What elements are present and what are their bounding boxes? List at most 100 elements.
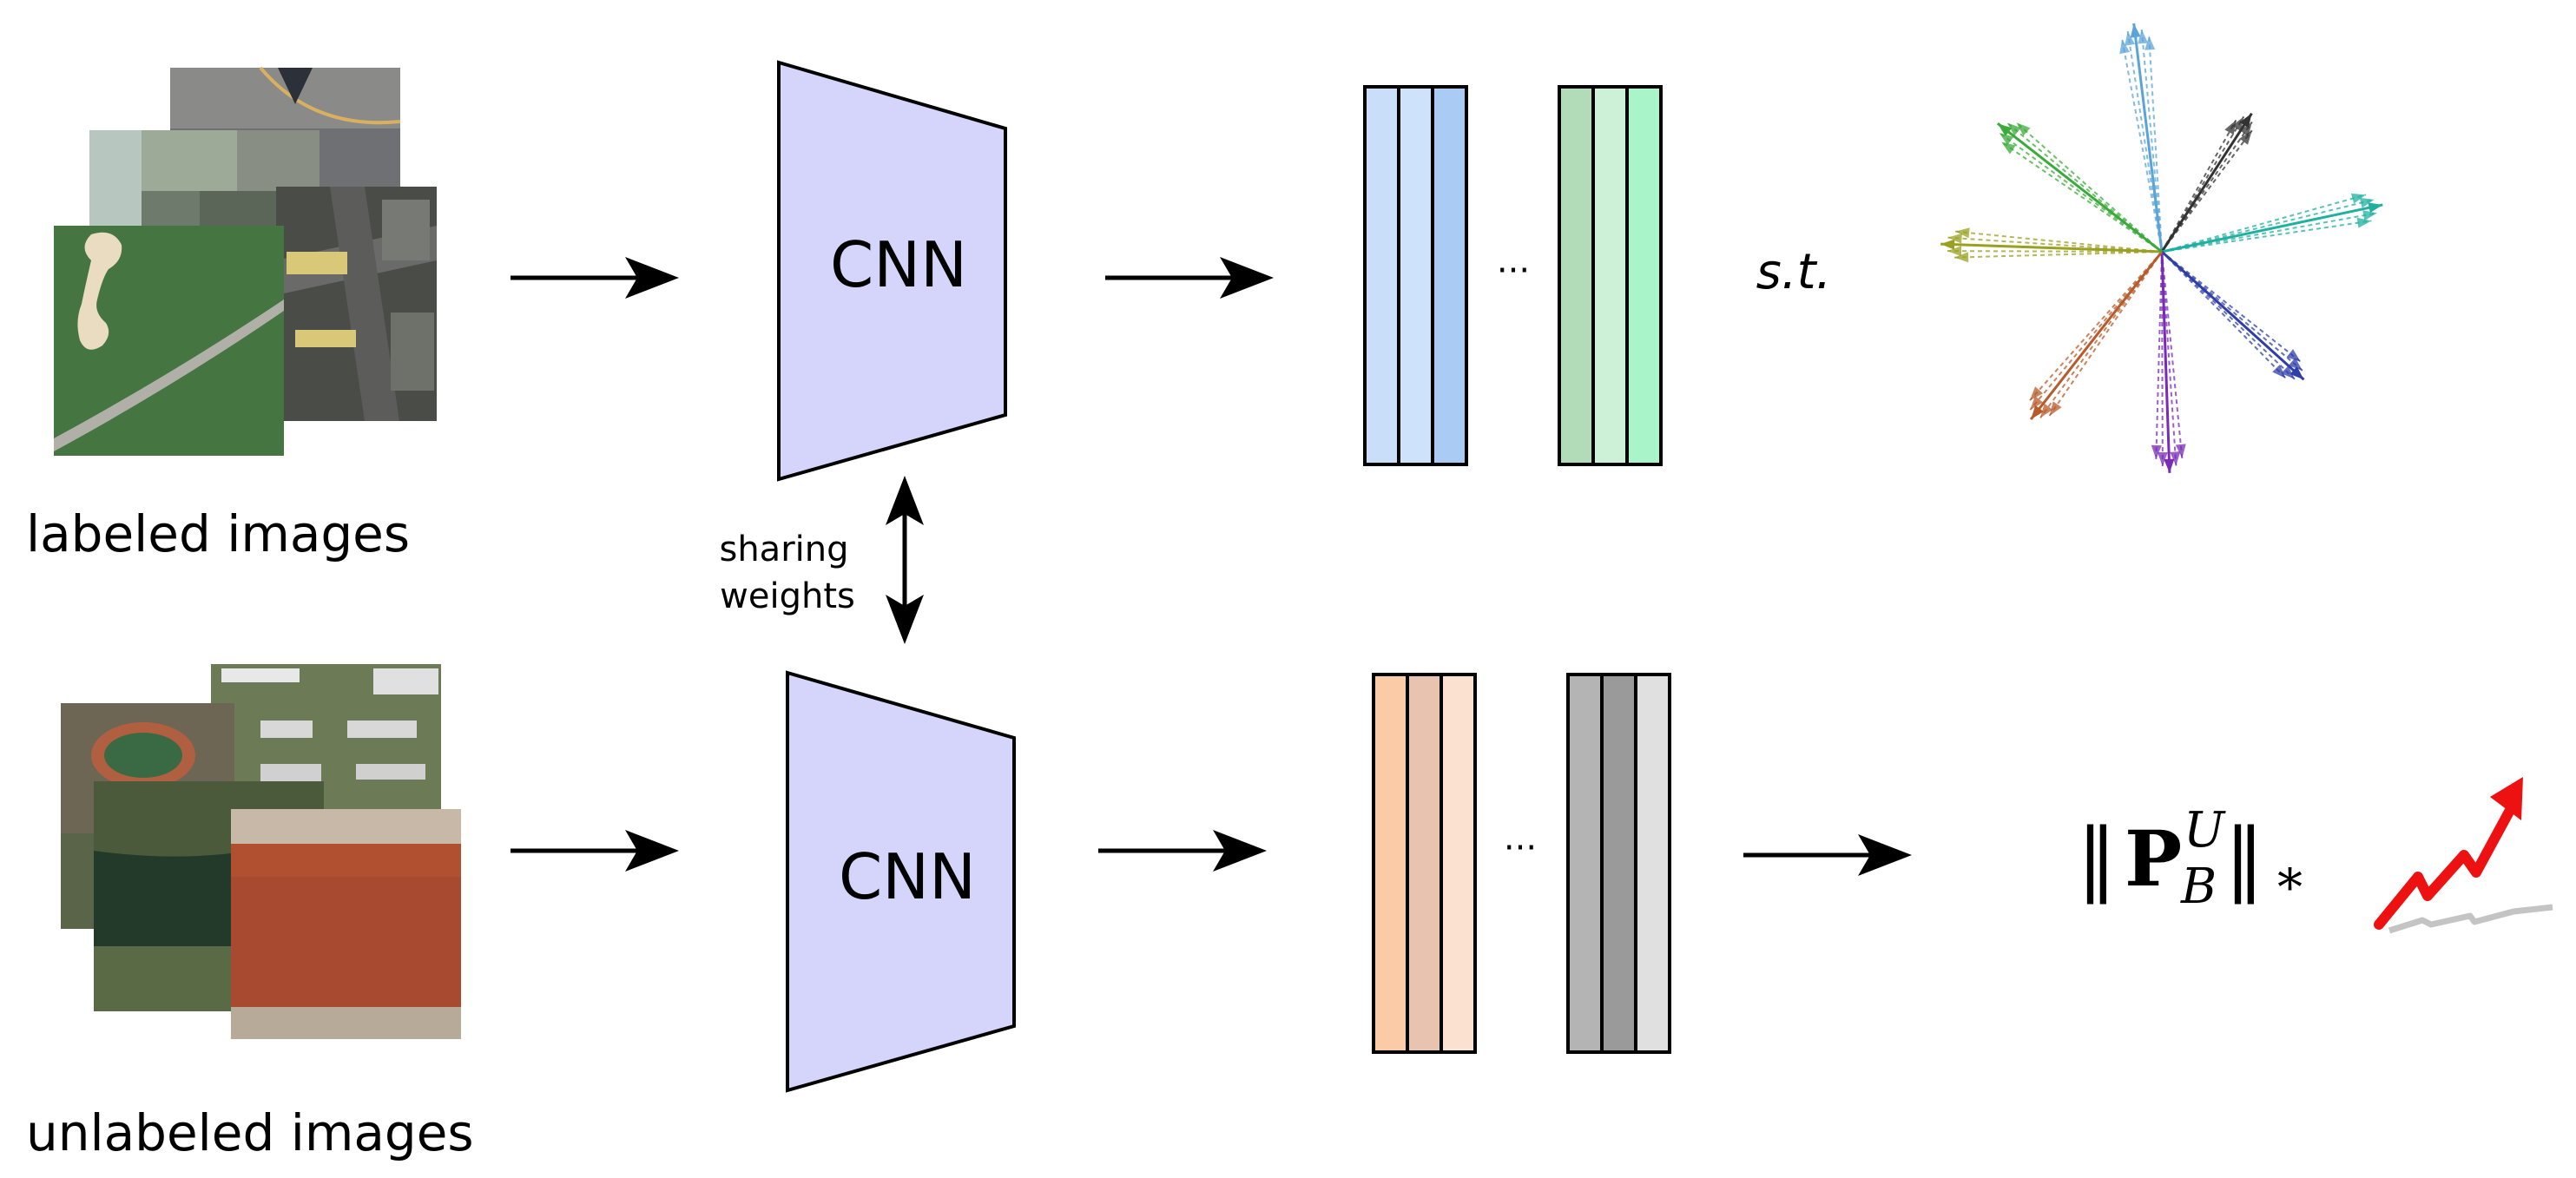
vector-arrow-head [2164, 458, 2175, 473]
vector-arrow-head [2151, 444, 2162, 459]
ellipsis-bottom: ··· [1504, 828, 1537, 868]
arrow-right-icon [511, 830, 679, 872]
vector-arrow [2161, 198, 2375, 253]
arrow-right-icon [1098, 830, 1267, 872]
cnn-block-bottom: CNN [786, 670, 1016, 1093]
vector-arrow [2140, 29, 2163, 253]
vector-arrow-head [1997, 123, 2013, 136]
vector-arrow-head [2138, 30, 2149, 44]
norm-matrix-p: P [2125, 813, 2182, 904]
satellite-image-right [276, 187, 437, 421]
vector-arrow-head [2030, 395, 2044, 411]
vector-arrow-head [2281, 365, 2296, 379]
vector-arrow [2048, 251, 2163, 417]
vector-arrow-head [2359, 197, 2375, 208]
trend-up-icon [2374, 777, 2553, 934]
vector-arrow [2161, 203, 2383, 253]
vector-arrow-head [2125, 31, 2136, 46]
vector-arrow [2161, 220, 2372, 253]
vector-arrow [2148, 36, 2163, 253]
vector-arrow-head [2001, 141, 2016, 155]
subject-to-label: s.t. [1756, 244, 1832, 300]
vector-star-icon [1940, 23, 2383, 473]
vector-arrow [2155, 251, 2163, 459]
feature-vectors-bottom-left [1372, 673, 1477, 1054]
vector-bundle [2160, 250, 2305, 381]
vector-arrow [2015, 122, 2163, 253]
satellite-image-front [54, 226, 284, 456]
vector-arrow-head [2029, 386, 2044, 401]
vector-arrow-head [2006, 122, 2021, 136]
labeled-images-stack [54, 66, 437, 456]
feature-vectors-top-left [1363, 85, 1468, 466]
vector-arrow-head [2031, 405, 2044, 420]
satellite-image-front [231, 809, 461, 1039]
vector-arrow [2039, 251, 2163, 418]
vector-arrow [1940, 242, 2163, 253]
vector-arrow-head [2289, 366, 2304, 380]
norm-right-bar: ‖ [2224, 812, 2264, 905]
vector-arrow-head [2356, 217, 2372, 228]
vector-arrow-head [2362, 210, 2378, 221]
vector-bundle [2161, 193, 2383, 253]
vector-arrow-head [2288, 357, 2303, 371]
vector-arrow-head [1947, 233, 1962, 244]
vector-arrow [2029, 251, 2164, 420]
vector-arrow [2160, 250, 2305, 381]
vector-arrow-head [2231, 116, 2244, 132]
vector-arrow-head [1999, 132, 2014, 146]
vector-arrow-head [1947, 246, 1962, 257]
vector-arrow [1947, 250, 2163, 253]
vector-arrow [2029, 251, 2163, 401]
arrow-right-icon [1105, 257, 1274, 299]
unlabeled-images-label: unlabeled images [26, 1103, 474, 1162]
vector-arrow-head [1955, 227, 1970, 239]
vector-arrow-head [2157, 451, 2168, 466]
vector-arrow [2000, 141, 2163, 253]
norm-star-subscript: * [2277, 858, 2303, 917]
vector-arrow-head [2239, 113, 2252, 128]
vector-arrow-head [2272, 365, 2286, 378]
vector-arrow-head [2224, 120, 2237, 135]
vector-arrow [2121, 39, 2163, 253]
vector-arrow [2161, 251, 2184, 458]
norm-superscript: U [2184, 802, 2226, 859]
vector-arrow-head [2170, 451, 2181, 466]
vector-arrow-head [2049, 401, 2062, 416]
vector-arrow [2161, 194, 2367, 253]
vector-bundle [2119, 23, 2164, 253]
vector-arrow [1955, 230, 2163, 253]
vector-arrow [2161, 251, 2302, 363]
vector-arrow-head [2144, 36, 2156, 50]
cnn-label-bottom: CNN [839, 840, 976, 913]
norm-subscript: B [2180, 859, 2217, 915]
cnn-label-top: CNN [830, 228, 967, 301]
vector-arrow-head [2130, 23, 2141, 38]
vector-bundle [2151, 251, 2186, 473]
vector-arrow-head [2119, 39, 2131, 55]
vector-bundle [2029, 251, 2164, 420]
vector-arrow-head [2016, 122, 2031, 136]
vector-arrow-head [1954, 252, 1969, 263]
vector-arrow [2160, 251, 2171, 473]
ellipsis-top: ··· [1497, 251, 1530, 291]
labeled-images-label: labeled images [26, 504, 410, 563]
cnn-block-top: CNN [777, 60, 1007, 482]
vector-bundle [1996, 122, 2163, 253]
unlabeled-images-stack [61, 664, 461, 1039]
vector-arrow-head [2040, 403, 2053, 418]
feature-vectors-top-right [1558, 85, 1663, 466]
sharing-weights-label-line1: sharing [719, 530, 848, 569]
vector-arrow-head [1940, 239, 1955, 250]
vector-arrow-head [2175, 444, 2186, 458]
nuclear-norm-expression: ‖ P U B ‖ * [2077, 802, 2303, 917]
vector-bundle [1940, 227, 2163, 263]
double-arrow-icon [886, 476, 924, 644]
vector-bundle [2160, 112, 2253, 253]
vector-arrow [2161, 119, 2237, 253]
vector-arrow-head [2368, 202, 2383, 214]
vector-arrow [2132, 23, 2164, 253]
arrow-right-icon [511, 257, 679, 299]
norm-left-bar: ‖ [2077, 812, 2117, 905]
